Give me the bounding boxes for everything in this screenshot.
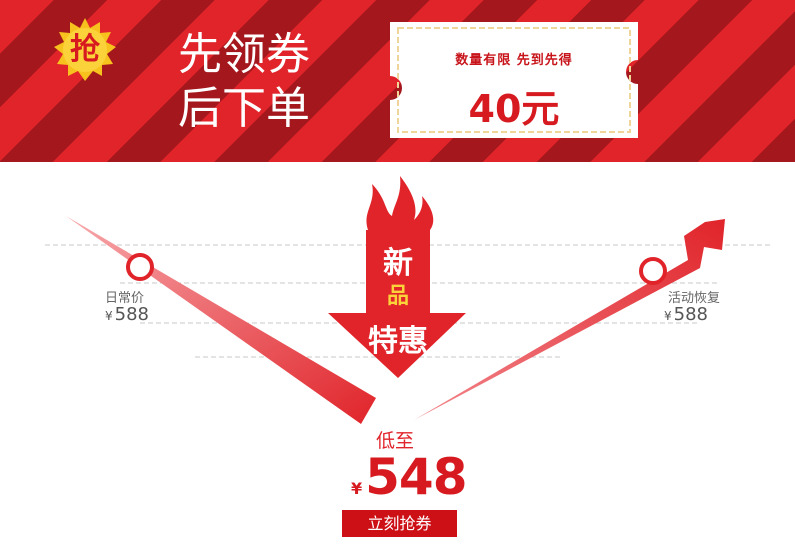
restore-price-label: 活动恢复 [668, 291, 721, 306]
flame-icon [366, 176, 434, 230]
restore-price-value: ¥588 [664, 304, 708, 325]
restore-price-marker [639, 257, 667, 285]
regular-price-amount: 588 [114, 304, 149, 325]
currency-symbol: ¥ [351, 479, 363, 498]
coupon-subtitle: 数量有限 先到先得 [455, 53, 573, 68]
grab-coupon-button[interactable]: 立刻抢券 [342, 510, 457, 537]
currency-symbol: ¥ [105, 309, 113, 323]
price-rise-stroke [414, 219, 725, 420]
coupon-card[interactable]: 数量有限 先到先得 40元 [390, 22, 652, 138]
price-trend-graphic [45, 176, 770, 424]
burst-badge-icon [54, 18, 116, 81]
coupon-ticket-shape [390, 22, 638, 138]
new-product-arrow [328, 230, 466, 378]
badge-text: 抢 [70, 32, 100, 67]
promo-price-amount: 548 [365, 448, 467, 506]
grab-badge: 抢 [53, 18, 117, 82]
regular-price-value: ¥588 [105, 304, 149, 325]
arrow-word-special: 特惠 [368, 324, 428, 359]
currency-symbol: ¥ [664, 309, 672, 323]
coupon-banner: 抢 先领券 后下单 数量有限 先到先得 40元 [0, 0, 795, 162]
coupon-amount: 40元 [468, 87, 560, 131]
headline: 先领券 后下单 [178, 28, 310, 136]
restore-price-amount: 588 [673, 304, 708, 325]
headline-line-1: 先领券 [178, 29, 310, 80]
headline-line-2: 后下单 [178, 83, 310, 134]
regular-price-label: 日常价 [105, 291, 145, 306]
regular-price-marker [126, 253, 154, 281]
promo-price-label: 低至 [376, 430, 415, 452]
arrow-word-product: 品 [386, 284, 409, 309]
arrow-word-new: 新 [383, 246, 413, 281]
promo-price-value: ¥548 [351, 448, 468, 506]
